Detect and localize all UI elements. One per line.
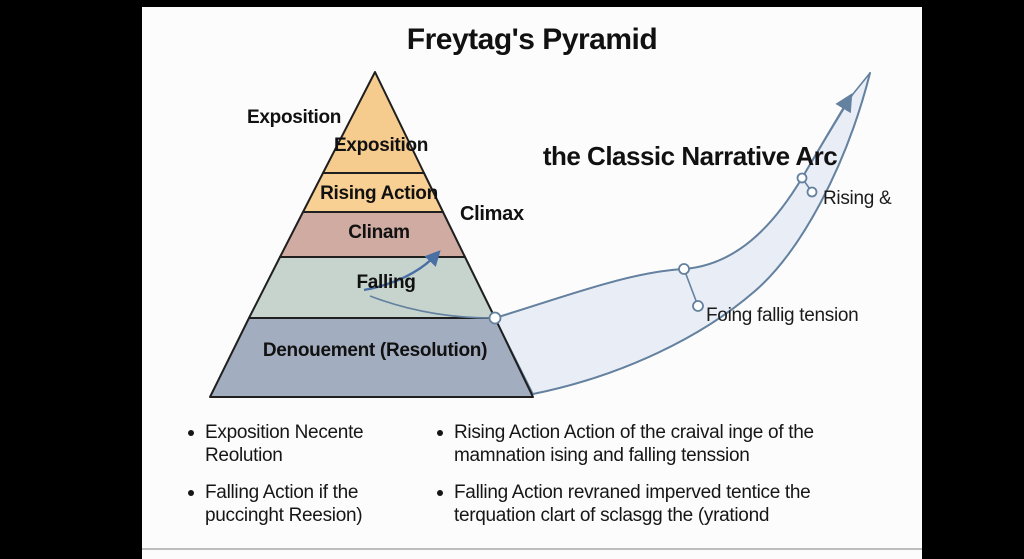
bullet-icon bbox=[437, 490, 443, 496]
narrative-arc-ribbon bbox=[493, 72, 871, 395]
page-title: Freytag's Pyramid bbox=[406, 23, 658, 56]
slide-canvas: Freytag's Pyramid Exposition Exposition … bbox=[142, 7, 922, 559]
arc-bottom-edge bbox=[532, 72, 871, 395]
bullet-list-right: Rising Action Action of the craival inge… bbox=[437, 421, 866, 527]
bullet-icon bbox=[188, 430, 194, 436]
bullet-text: Falling Action revraned imperved tentice… bbox=[454, 482, 811, 526]
arc-title: the Classic Narrative Arc bbox=[542, 141, 838, 171]
arc-label-rising: Rising & bbox=[823, 188, 892, 209]
arc-node-falling-top bbox=[678, 263, 690, 275]
list-item: Rising Action Action of the craival inge… bbox=[437, 421, 866, 467]
arc-node-rising-bottom bbox=[806, 186, 818, 198]
layer-label-climax-tier: Clinam bbox=[348, 222, 410, 243]
arc-divider-falling bbox=[683, 268, 699, 307]
slide-bottom-divider bbox=[142, 548, 922, 550]
falling-to-arc-line bbox=[369, 295, 493, 319]
arc-top-edge bbox=[494, 93, 853, 319]
layer-label-denouement: Denouement (Resolution) bbox=[262, 340, 488, 361]
bullet-icon bbox=[188, 490, 194, 496]
climax-arrow-icon bbox=[363, 250, 441, 292]
layer-label-falling: Falling bbox=[356, 272, 416, 293]
pyramid-layer-denouement bbox=[209, 317, 534, 398]
list-item: Falling Action if the puccinght Reesion) bbox=[188, 481, 395, 527]
list-item: Exposition Necente Reolution bbox=[188, 421, 395, 467]
pyramid-left-label: Exposition bbox=[247, 107, 342, 128]
diagram-shapes bbox=[209, 71, 871, 398]
bullet-text: Exposition Necente Reolution bbox=[205, 422, 364, 466]
list-item: Falling Action revraned imperved tentice… bbox=[437, 481, 866, 527]
bullet-icon bbox=[437, 430, 443, 436]
bullet-text: Falling Action if the puccinght Reesion) bbox=[205, 482, 363, 526]
bullet-text: Rising Action Action of the craival inge… bbox=[454, 422, 814, 466]
bullet-list-left: Exposition Necente Reolution Falling Act… bbox=[188, 421, 395, 527]
arc-node-rising-top bbox=[796, 172, 808, 184]
layer-label-rising-action: Rising Action bbox=[320, 183, 438, 204]
pyramid-right-label: Climax bbox=[460, 203, 524, 225]
layer-label-exposition: Exposition bbox=[333, 135, 429, 156]
arc-node-falling-bottom bbox=[692, 300, 704, 312]
arc-node-start bbox=[488, 311, 502, 325]
arc-label-falling: Foing fallig tension bbox=[706, 305, 859, 326]
